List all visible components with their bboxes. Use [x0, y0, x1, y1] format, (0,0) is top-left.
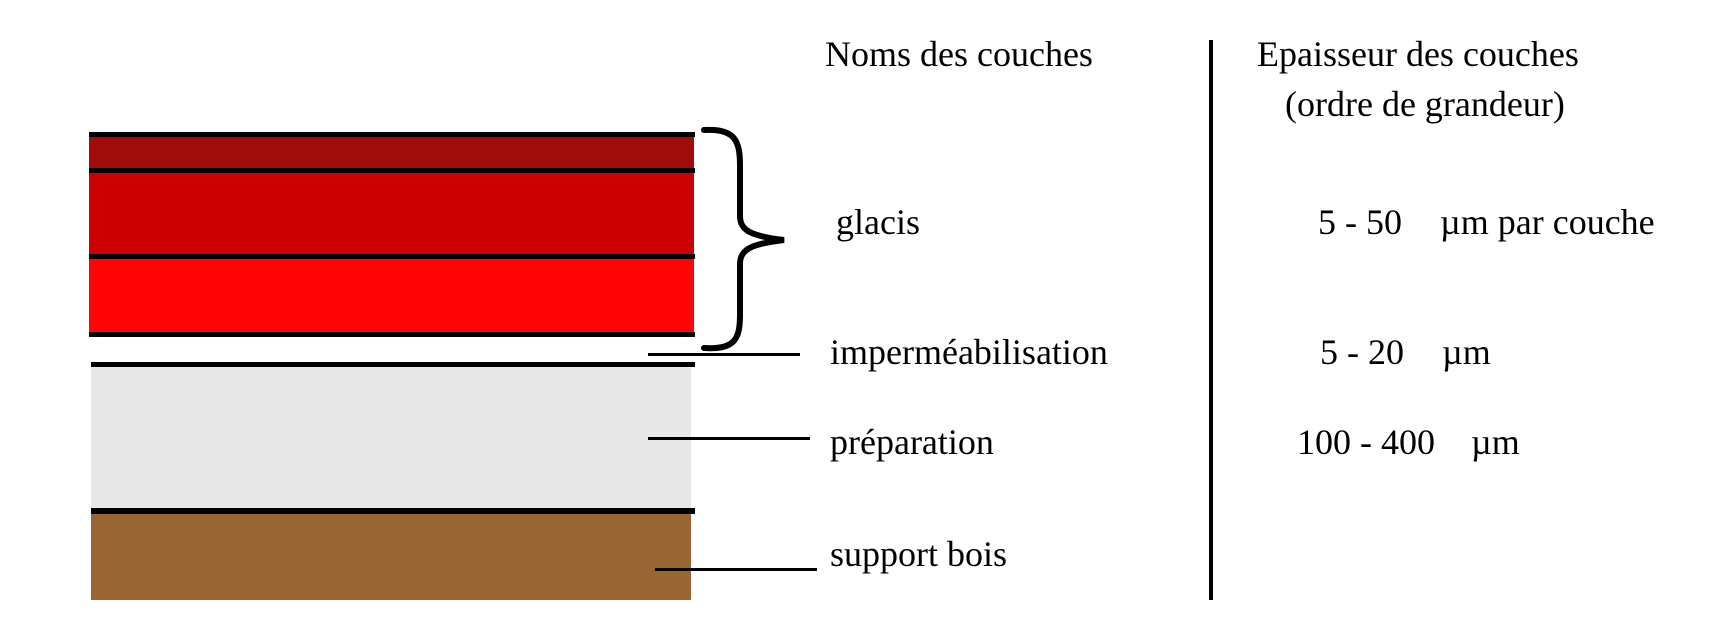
- boundary-line-3: [89, 254, 695, 259]
- glacis-label: glacis: [836, 202, 920, 242]
- impermeabilisation-label: imperméabilisation: [830, 332, 1108, 372]
- names-header: Noms des couches: [825, 34, 1093, 74]
- support-bois-layer: [91, 512, 691, 600]
- preparation-thickness-unit: µm: [1471, 422, 1520, 462]
- impermeabilisation-thickness-unit: µm: [1442, 332, 1491, 372]
- column-divider: [1209, 40, 1213, 600]
- glacis-brace: [701, 126, 785, 352]
- glacis-layer-bottom: [89, 256, 694, 336]
- impermeabilisation-thickness-range: 5 - 20: [1320, 332, 1404, 372]
- glacis-thickness-range: 5 - 50: [1318, 202, 1402, 242]
- impermeabilisation-leader-line: [648, 353, 800, 356]
- glacis-layer-top: [89, 134, 694, 170]
- preparation-thickness-range: 100 - 400: [1297, 422, 1435, 462]
- boundary-line-5: [91, 362, 695, 367]
- glacis-thickness-unit: µm par couche: [1440, 202, 1655, 242]
- thickness-header-line2: (ordre de grandeur): [1285, 84, 1565, 124]
- boundary-line-2: [89, 168, 695, 173]
- thickness-header-line1: Epaisseur des couches: [1257, 34, 1579, 74]
- boundary-line-1: [89, 132, 695, 137]
- boundary-line-4: [89, 332, 695, 337]
- preparation-layer: [91, 365, 691, 510]
- boundary-line-6: [91, 508, 695, 514]
- support-bois-label: support bois: [830, 534, 1008, 574]
- preparation-label: préparation: [830, 422, 994, 462]
- glacis-layer-middle: [89, 170, 694, 256]
- support-leader-line: [655, 568, 817, 571]
- preparation-leader-line: [648, 437, 810, 440]
